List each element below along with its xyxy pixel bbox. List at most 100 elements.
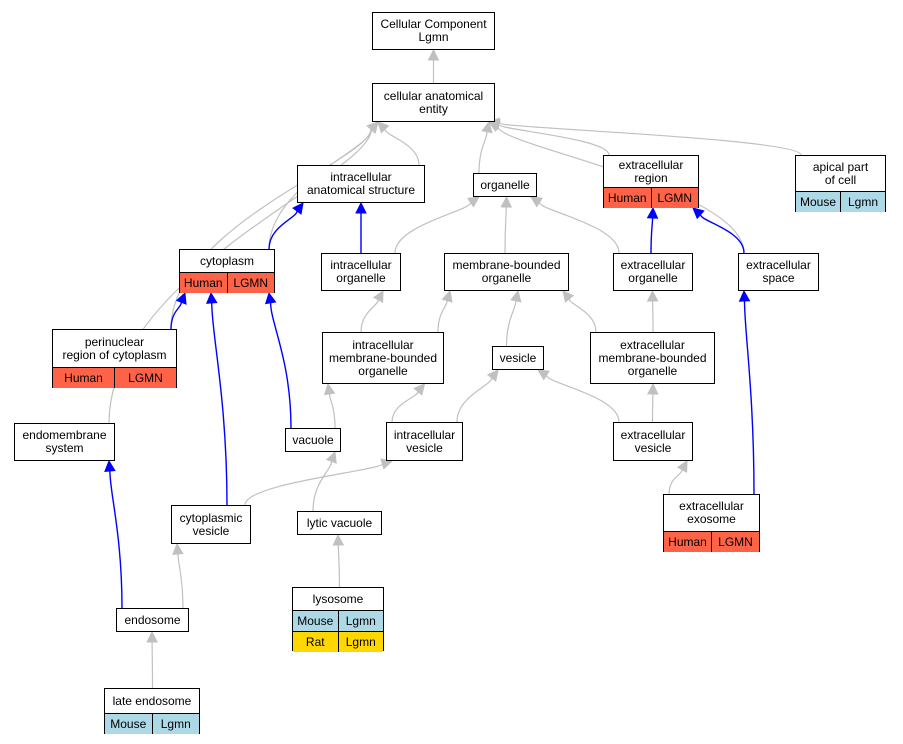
node-vacuole[interactable]: vacuole [285, 428, 341, 452]
node-vesicle[interactable]: vesicle [492, 346, 544, 370]
edge-arrowhead [292, 202, 304, 215]
node-label: apical part of cell [812, 159, 869, 187]
node-label: vesicle [499, 350, 537, 365]
node-label: extracellular exosome [679, 499, 744, 526]
node-label: cytoplasm [199, 253, 255, 268]
node-label: extracellular membrane-bounded organelle [598, 337, 707, 378]
edge-arrowhead [676, 460, 688, 473]
gene-cell: Lgmn [151, 714, 200, 734]
edge-arrowhead [481, 120, 493, 134]
node-cellular-anatomical-entity[interactable]: cellular anatomical entity [372, 83, 495, 122]
edge-part-of [268, 210, 298, 250]
edge-part-of [109, 470, 123, 609]
edge-is-a [538, 201, 620, 254]
edge-is-a [498, 124, 610, 156]
edge-arrowhead [441, 289, 453, 303]
edge-part-of [211, 302, 228, 506]
node-extracellular-vesicle[interactable]: extracellular vesicle [613, 422, 693, 461]
node-cellular-component[interactable]: Cellular Component Lgmn [372, 12, 495, 50]
node-intracellular-anatomical-structure[interactable]: intracellular anatomical structure [297, 165, 425, 203]
edge-arrowhead [646, 289, 659, 302]
node-intracellular-membrane-bounded-organelle[interactable]: intracellular membrane-bounded organelle [322, 332, 444, 384]
node-intracellular-organelle[interactable]: intracellular organelle [321, 253, 401, 291]
edge-arrowhead [427, 48, 440, 61]
edge-is-a [337, 544, 341, 588]
edge-is-a [244, 463, 384, 506]
node-intracellular-vesicle[interactable]: intracellular vesicle [386, 422, 463, 461]
node-extracellular-space[interactable]: extracellular space [738, 253, 819, 291]
node-label: endomembrane system [22, 428, 107, 455]
edge-is-a [312, 461, 333, 512]
edge-arrowhead [537, 369, 550, 381]
node-label: vacuole [292, 432, 334, 447]
edge-is-a [328, 393, 336, 429]
edge-arrowhead [562, 290, 575, 303]
species-cell: Human [668, 534, 707, 549]
edge-arrowhead [486, 369, 499, 382]
gene-cell: Lgmn [337, 611, 384, 631]
edge-is-a [668, 469, 683, 495]
node-label: intracellular organelle [330, 258, 392, 285]
node-cytoplasmic-vesicle[interactable]: cytoplasmic vesicle [171, 505, 251, 544]
gene-cell: LGMN [114, 368, 176, 388]
edge-is-a [456, 377, 493, 423]
node-endomembrane-system[interactable]: endomembrane system [14, 423, 115, 461]
species-cell: Mouse [297, 613, 334, 628]
edge-arrowhead [372, 290, 384, 303]
node-extracellular-organelle[interactable]: extracellular organelle [613, 253, 693, 291]
edge-is-a [384, 128, 420, 166]
node-endosome[interactable]: endosome [116, 608, 189, 632]
edge-arrowhead [205, 291, 218, 304]
node-label: extracellular region [618, 157, 684, 185]
edge-is-a [437, 300, 448, 333]
edge-is-a [391, 391, 419, 423]
edge-arrowhead [355, 201, 367, 214]
node-organelle[interactable]: organelle [473, 173, 537, 197]
node-extracellular-membrane-bounded-organelle[interactable]: extracellular membrane-bounded organelle [590, 332, 715, 384]
edge-is-a [545, 375, 620, 423]
edge-arrowhead [738, 289, 751, 302]
edge-arrowhead [366, 121, 379, 134]
node-label: extracellular organelle [620, 258, 686, 285]
edge-arrowhead [510, 289, 522, 303]
gene-cell: LGMN [226, 273, 275, 293]
edge-is-a [478, 131, 488, 174]
edge-arrowhead [325, 450, 337, 464]
node-label: late endosome [112, 693, 192, 708]
edge-is-a [394, 202, 472, 254]
edge-arrowhead [175, 291, 187, 305]
node-label: lytic vacuole [306, 515, 373, 530]
node-label: organelle [480, 177, 530, 192]
edge-arrowhead [646, 206, 659, 219]
edge-arrowhead [647, 382, 659, 395]
node-label: extracellular space [746, 258, 811, 285]
node-label: intracellular anatomical structure [306, 170, 416, 197]
node-label: extracellular vesicle [620, 427, 686, 455]
node-label: perinuclear region of cytoplasm [62, 334, 167, 362]
species-cell: Human [183, 275, 223, 290]
edge-part-of [743, 300, 755, 495]
edge-is-a [177, 553, 184, 609]
node-label: intracellular membrane-bounded organelle [328, 337, 438, 378]
node-label: membrane-bounded organelle [452, 258, 561, 285]
node-lytic-vacuole[interactable]: lytic vacuole [297, 511, 382, 535]
node-membrane-bounded-organelle[interactable]: membrane-bounded organelle [444, 253, 569, 291]
node-label: lysosome [312, 591, 364, 606]
